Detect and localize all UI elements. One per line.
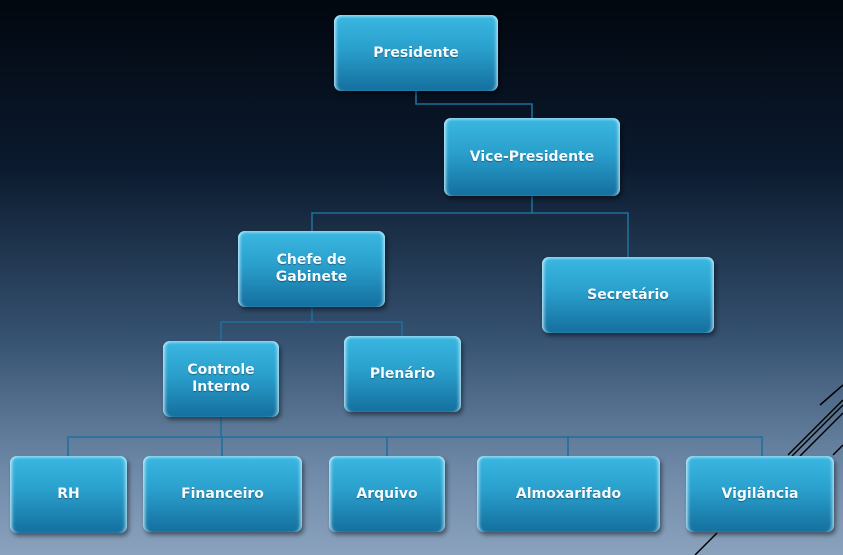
connector-departments xyxy=(67,436,763,456)
node-vigilancia: Vigilância xyxy=(686,456,834,532)
connector-vp-children xyxy=(311,212,629,257)
node-plenary: Plenário xyxy=(344,336,461,412)
node-vice-president: Vice-Presidente xyxy=(444,118,620,196)
decorative-diagonal-lines xyxy=(694,384,843,555)
node-president: Presidente xyxy=(334,15,498,91)
node-chief-of-staff: Chefe de Gabinete xyxy=(238,231,385,307)
connector-chief-children xyxy=(220,321,403,341)
node-rh: RH xyxy=(10,456,127,533)
node-arquivo: Arquivo xyxy=(329,456,445,532)
connector-president-vp xyxy=(415,91,533,118)
node-secretary: Secretário xyxy=(542,257,714,333)
node-internal-control: Controle Interno xyxy=(163,341,279,417)
node-almoxarifado: Almoxarifado xyxy=(477,456,660,532)
node-financeiro: Financeiro xyxy=(143,456,302,532)
